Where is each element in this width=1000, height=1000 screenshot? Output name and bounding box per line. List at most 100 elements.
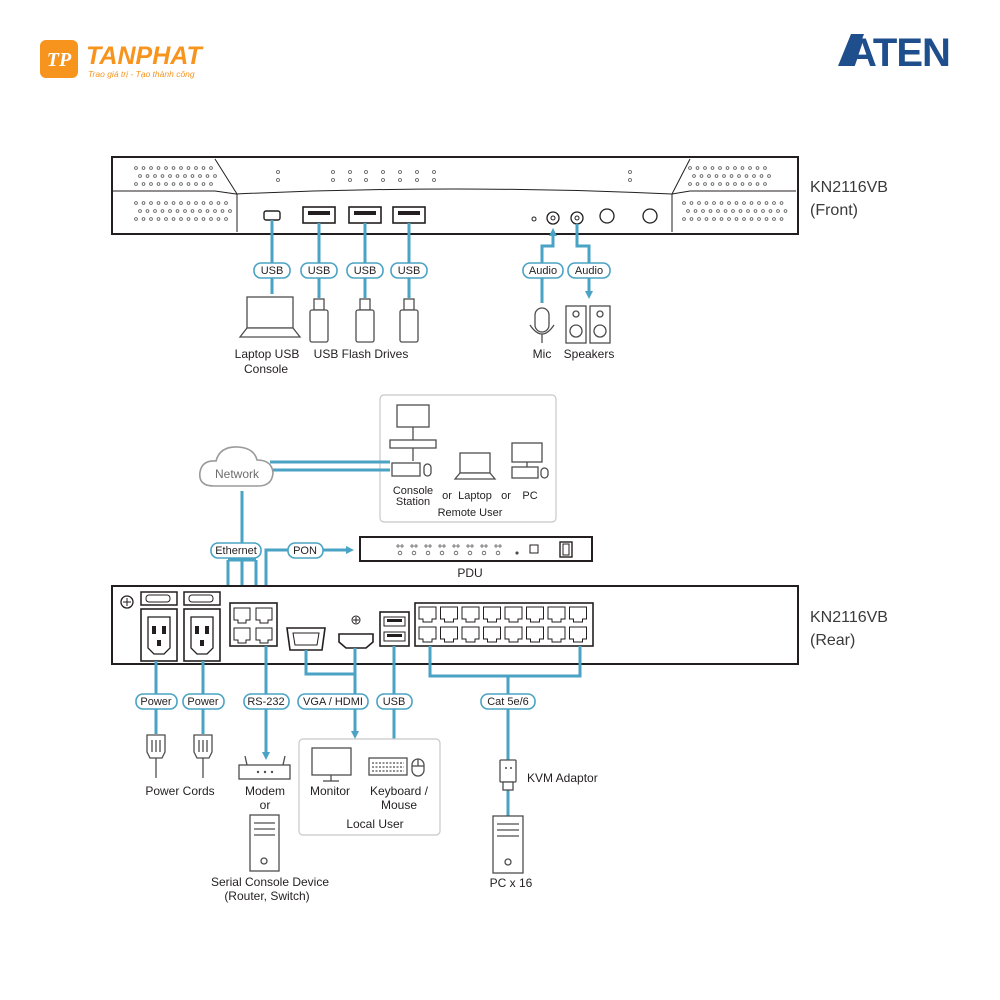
pill-power-1: Power [135,693,178,710]
pill-rs232: RS-232 [243,693,290,710]
svg-text:TP: TP [47,49,72,71]
kvm-port [440,626,458,643]
kvm-port [504,626,523,643]
mic-jack [546,211,560,225]
caption-mic: Mic [533,347,552,361]
kvm-port [440,606,458,623]
svg-text:Power: Power [187,696,219,708]
svg-text:USB: USB [398,265,421,277]
rear-model: KN2116VB [810,609,888,626]
usb-port-2 [348,206,382,224]
kvm-port [461,606,480,623]
pill-vga-hdmi: VGA / HDMI [297,693,369,710]
pill-audio-1: Audio [522,262,564,279]
caption-monitor: Monitor [310,784,350,798]
svg-text:USB: USB [354,265,377,277]
caption-local-user: Local User [346,817,403,831]
power-socket-1 [140,608,178,662]
caption-serial-1: Serial Console Device [211,875,329,889]
caption-serial-2: (Router, Switch) [224,889,309,903]
tanphat-logo-icon: TP [40,40,78,78]
aten-logo-icon [838,34,864,66]
network-label: Network [215,467,260,481]
caption-modem-or: or [260,798,271,812]
pill-usb-4: USB [390,262,428,279]
svg-text:Ethernet: Ethernet [215,545,257,557]
speakers-icon [565,305,611,344]
caption-console-1: Console [393,485,433,497]
pill-usb-1: USB [253,262,291,279]
svg-text:RS-232: RS-232 [247,696,284,708]
console-station-icon [389,404,437,461]
front-view: (Front) [810,202,858,219]
svg-text:USB: USB [308,265,331,277]
caption-laptop-2: Console [244,362,288,376]
caption-kvm-adaptor: KVM Adaptor [527,771,598,785]
caption-speakers: Speakers [564,347,615,361]
pill-usb-3: USB [346,262,384,279]
keyboard-local-icon [368,757,408,776]
pill-usb-2: USB [300,262,338,279]
caption-pdu: PDU [457,566,482,580]
caption-or-1: or [442,490,452,502]
kvm-port [547,606,566,623]
hdmi-port [338,615,374,649]
monitor-icon [311,747,352,782]
tower-pc-target-icon [492,815,524,874]
mini-usb-port [263,210,281,221]
kvm-port [483,626,501,643]
svg-text:VGA / HDMI: VGA / HDMI [303,696,363,708]
rear-usb-ports [379,611,410,647]
tanphat-slogan: Trao giá trị - Tạo thành công [88,69,195,79]
kvm-port [526,606,544,623]
front-indicator [531,216,537,222]
modem-icon [238,755,291,780]
svg-text:PON: PON [293,545,317,557]
usb-port-1 [302,206,336,224]
svg-text:Power: Power [140,696,172,708]
tanphat-logo: TP TANPHAT Trao giá trị - Tạo thành công [40,40,204,79]
pill-audio-2: Audio [567,262,611,279]
front-button-2 [642,208,658,224]
svg-text:Cat 5e/6: Cat 5e/6 [487,696,529,708]
caption-remote-user: Remote User [438,507,503,519]
kvm-port [526,626,544,643]
front-panel [111,156,799,235]
usb-port-3 [392,206,426,224]
svg-text:Audio: Audio [529,265,557,277]
vga-port [286,627,326,651]
front-model: KN2116VB [810,179,888,196]
rear-panel [111,585,799,665]
pdu-device [359,536,593,562]
caption-remote-pc: PC [522,490,537,502]
pill-power-2: Power [182,693,225,710]
rear-view: (Rear) [810,632,855,649]
caption-console-2: Station [396,496,430,508]
caption-pc-x16: PC x 16 [490,876,533,890]
power-socket-2 [183,608,221,662]
pill-ethernet: Ethernet [210,542,262,559]
pill-pon: PON [287,542,324,559]
pill-cat: Cat 5e/6 [480,693,536,710]
caption-keyboard-2: Mouse [381,798,417,812]
pill-rear-usb: USB [376,693,413,710]
ground-screw [120,595,134,609]
microphone-icon [529,307,555,343]
caption-laptop-1: Laptop USB [235,347,300,361]
front-button-1 [599,208,615,224]
aten-name: ATEN [848,31,950,75]
caption-keyboard-1: Keyboard / [370,784,429,798]
laptop-remote-icon [453,452,497,480]
kvm-port [461,626,480,643]
kvm-port [418,626,437,643]
kvm-adaptor-icon [499,759,517,791]
kvm-port [504,606,523,623]
caption-power-cords: Power Cords [145,784,214,798]
svg-text:USB: USB [383,696,406,708]
kvm-port [547,626,566,643]
keyboard-icon [391,462,432,477]
kvm-port [483,606,501,623]
cloud-icon: Network [198,446,274,487]
caption-or-2: or [501,490,511,502]
